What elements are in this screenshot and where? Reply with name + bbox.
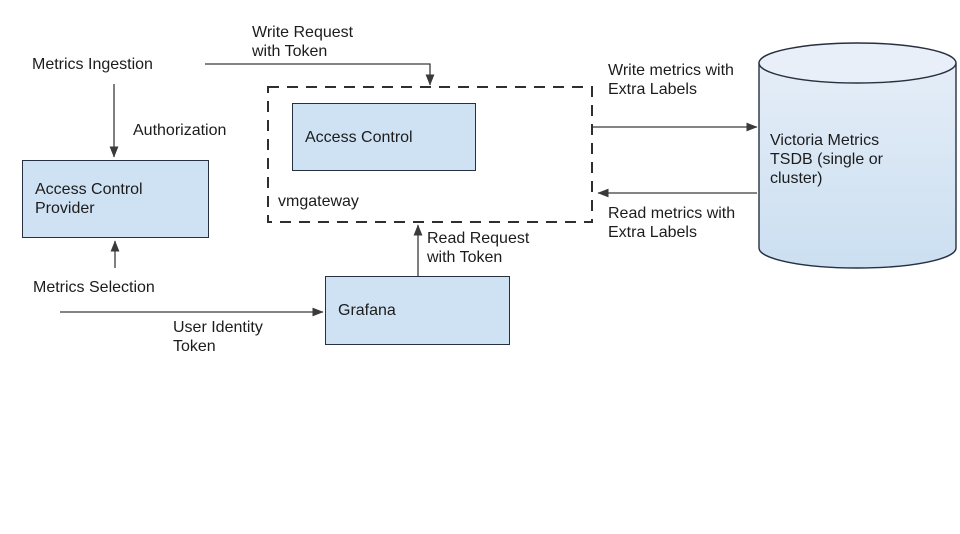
label-user-identity-token: User Identity Token xyxy=(173,319,263,355)
label-authorization: Authorization xyxy=(133,122,227,139)
label-metrics-selection: Metrics Selection xyxy=(33,279,155,296)
label-write-metrics-extra-labels: Write metrics with Extra Labels xyxy=(608,62,734,98)
arrow-write-request xyxy=(205,63,435,86)
tsdb-label: Victoria Metrics TSDB (single or cluster… xyxy=(770,132,883,187)
label-read-request-with-token: Read Request with Token xyxy=(427,230,530,266)
node-grafana: Grafana xyxy=(325,276,510,345)
label-metrics-ingestion: Metrics Ingestion xyxy=(32,56,153,73)
label-read-metrics-extra-labels: Read metrics with Extra Labels xyxy=(608,205,736,241)
vmgateway-label: vmgateway xyxy=(278,193,359,210)
vmgateway-dashed-border xyxy=(267,86,593,223)
node-access-control-provider: Access Control Provider xyxy=(22,160,209,238)
label-write-request-with-token: Write Request with Token xyxy=(252,24,354,60)
tsdb-cylinder-top xyxy=(758,42,957,84)
node-access-control: Access Control xyxy=(292,103,476,171)
tsdb-cylinder-body xyxy=(758,63,957,269)
